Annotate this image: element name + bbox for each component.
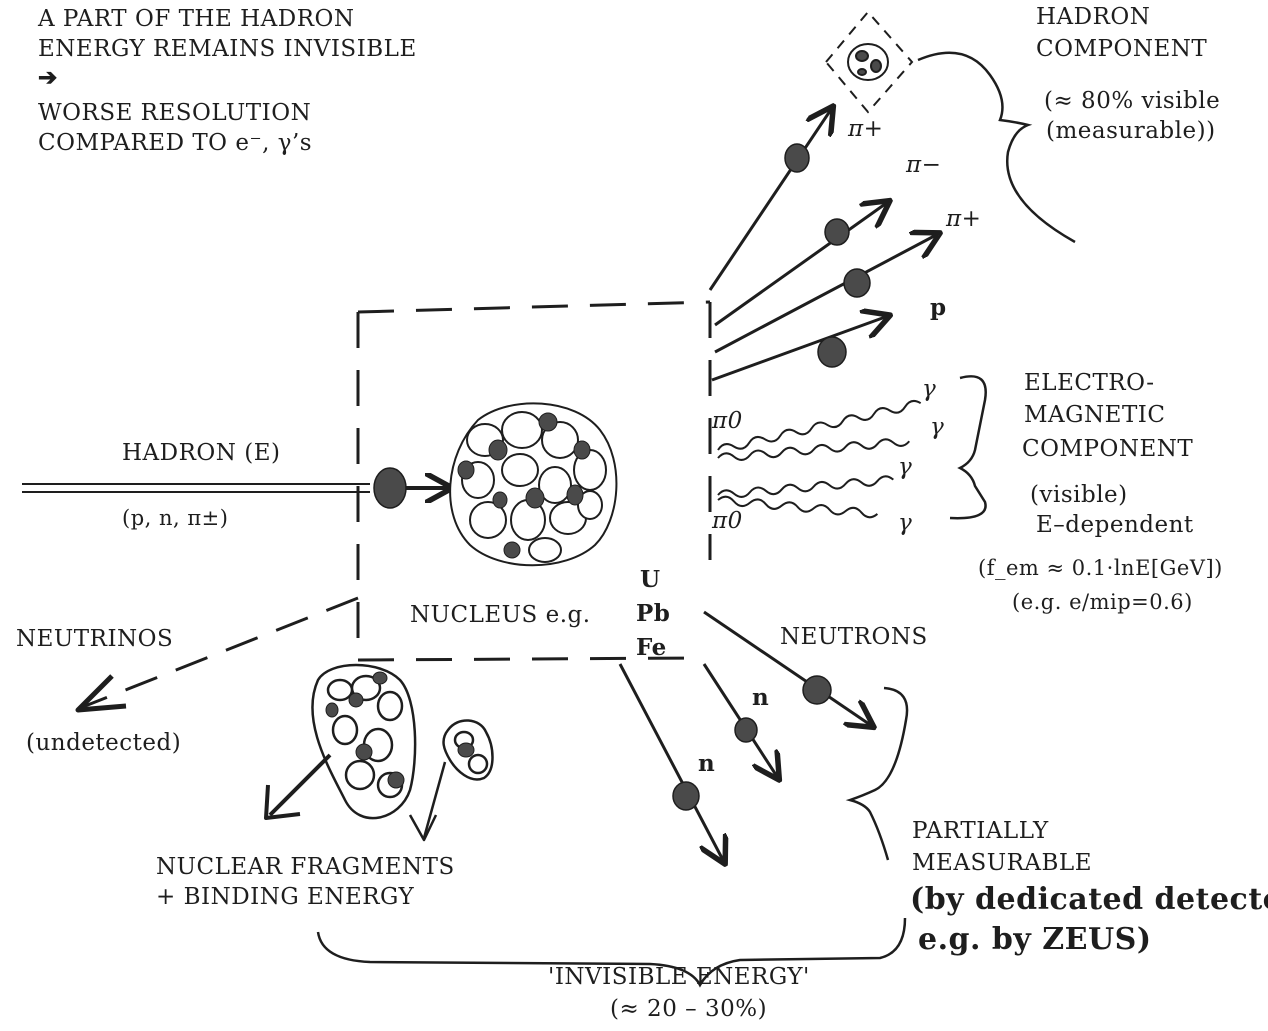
nucleus-element-u: U [640,566,661,593]
invisible-note-line4: COMPARED TO e⁻, γ’s [38,130,312,156]
pi-zero-label-2: π0 [712,508,743,534]
hadron-brace [918,53,1075,242]
implies-arrow: ➔ [38,64,58,91]
gamma-label-1: γ [922,376,936,402]
em-detail-edependent: E–dependent [1036,512,1194,538]
em-brace [950,376,986,518]
em-fraction-formula: (f_em ≈ 0.1·lnE[GeV]) [978,556,1223,580]
neutrinos-title: NEUTRINOS [16,626,173,652]
incoming-hadron-types: (p, n, π±) [122,506,228,530]
pi-zero-label-1: π0 [712,408,743,434]
proton-label: p [930,294,947,321]
gamma-label-2: γ [930,414,944,440]
hadron-component-detail1: (≈ 80% visible [1044,88,1220,114]
pi-plus-label-1: π+ [848,116,883,142]
hadron-component-title1: HADRON [1036,4,1150,30]
nucleus-label: NUCLEUS e.g. [410,602,591,628]
em-detail-visible: (visible) [1030,482,1128,508]
incoming-hadron-dot [374,468,406,508]
nucleus-element-pb: Pb [636,600,670,627]
invisible-note-line3: WORSE RESOLUTION [38,100,311,126]
pi-plus-label-2: π+ [946,206,981,232]
incoming-hadron-label: HADRON (E) [122,440,280,466]
partially-line1: PARTIALLY [912,818,1049,844]
hadron-component-title2: COMPONENT [1036,36,1207,62]
incoming-hadron-beam [22,484,370,492]
neutrons-title: NEUTRONS [780,624,928,650]
invisible-energy-title: 'INVISIBLE ENERGY' [548,964,810,990]
invisible-energy-range: (≈ 20 – 30%) [610,996,767,1022]
partially-line2: MEASURABLE [912,850,1092,876]
invisible-note-line1: A PART OF THE HADRON [38,6,355,32]
fragment-box [826,12,912,112]
hadron-component-detail2: (measurable)) [1046,118,1216,144]
nucleus-element-fe: Fe [636,634,667,661]
fragments-line2: + BINDING ENERGY [156,884,414,910]
gamma-label-3: γ [898,454,912,480]
em-title2: MAGNETIC [1024,402,1165,428]
neutron-brace [850,688,907,860]
nuclear-fragments [312,665,492,818]
gamma-label-4: γ [898,510,912,536]
hadron-dots [785,144,870,367]
nucleus-cluster [450,403,616,565]
neutrinos-note: (undetected) [26,730,181,756]
pi-minus-label: π− [906,152,941,178]
em-title3: COMPONENT [1022,436,1193,462]
invisible-note-line2: ENERGY REMAINS INVISIBLE [38,36,417,62]
em-title1: ELECTRO- [1024,370,1155,396]
neutron-label-1: n [752,684,769,711]
gamma-rays [717,399,921,518]
em-example: (e.g. e/mip=0.6) [1012,590,1193,614]
partially-line3: (by dedicated detecto [910,882,1268,917]
fragments-line1: NUCLEAR FRAGMENTS [156,854,455,880]
partially-line4: e.g. by ZEUS) [918,922,1152,957]
neutron-label-2: n [698,750,715,777]
neutrino-arrowhead [78,676,126,710]
